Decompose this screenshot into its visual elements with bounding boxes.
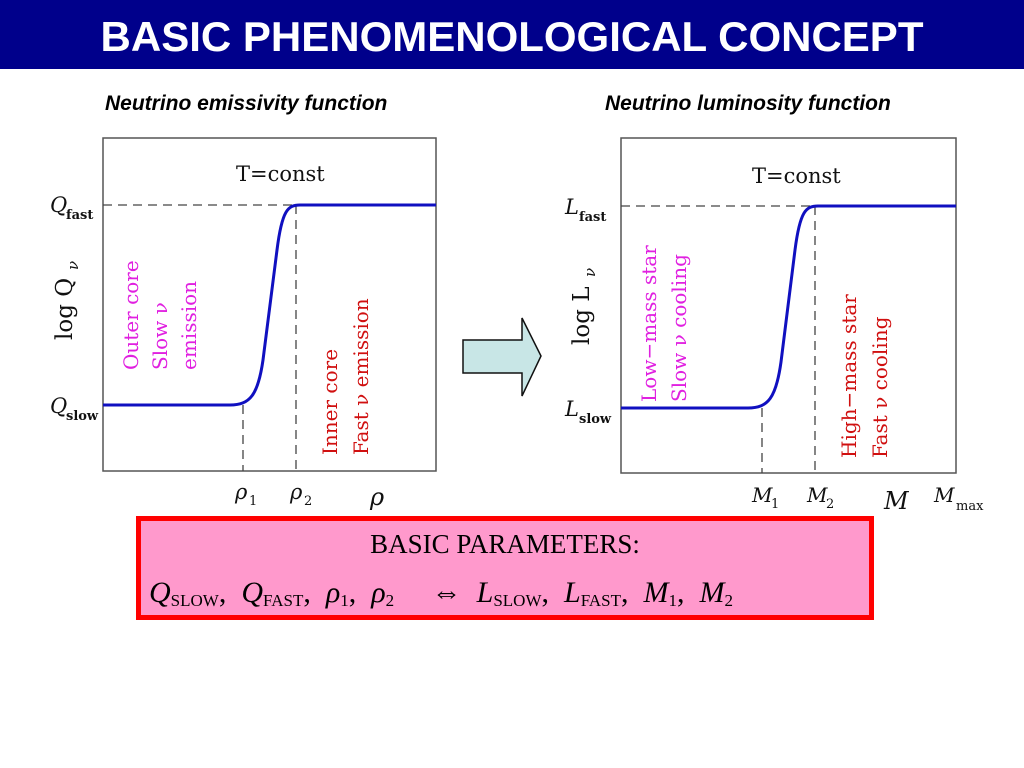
comma-6: ,: [677, 576, 685, 609]
luminosity-x-axis-label: M: [883, 487, 910, 515]
emissivity-frame: [102, 137, 437, 472]
low-mass-line-2: Slow ν cooling: [667, 254, 691, 402]
rho1-label: ρ: [234, 480, 248, 504]
q-fast-sub: fast: [66, 208, 93, 223]
luminosity-frame: [620, 137, 957, 474]
luminosity-const-label: T=const: [752, 164, 841, 188]
l-symbol: L: [476, 576, 494, 609]
m-1-subscript: 1: [668, 591, 678, 610]
q-symbol: Q: [149, 576, 171, 609]
comma-3: ,: [348, 576, 357, 609]
l-fast-label: L: [564, 195, 579, 219]
l-fast-sub: fast: [579, 210, 606, 225]
comma-1: ,: [218, 576, 227, 609]
luminosity-y-axis-sub: ν: [581, 268, 599, 277]
inner-core-line-1: Inner core: [318, 349, 342, 455]
comma-5: ,: [621, 576, 629, 609]
high-mass-line-1: High−mass star: [837, 294, 861, 458]
luminosity-y-axis-label: log L: [569, 286, 595, 345]
rho-symbol-1: ρ: [325, 576, 341, 609]
m1-label: M: [751, 483, 773, 507]
emissivity-subtitle: Neutrino emissivity function: [105, 92, 388, 115]
inner-core-line-2: Fast ν emission: [349, 298, 373, 455]
emissivity-const-label: T=const: [236, 162, 325, 186]
luminosity-plot: T=const L fast L slow log L ν M 1 M 2 M …: [564, 137, 984, 515]
rho-symbol-2: ρ: [371, 576, 386, 609]
q-symbol-2: Q: [241, 576, 264, 609]
page-title: BASIC PHENOMENOLOGICAL CONCEPT: [100, 13, 924, 60]
q-slow-sub: slow: [66, 409, 99, 424]
q-slow-label: Q: [50, 394, 67, 418]
m2-label: M: [806, 483, 828, 507]
l-slow-sub: slow: [579, 412, 612, 427]
m1-sub: 1: [771, 497, 779, 512]
emissivity-x-axis-label: ρ: [369, 483, 384, 511]
q-fast-subscript: FAST: [263, 591, 304, 610]
rho1-sub: 1: [249, 494, 257, 509]
comma-2: ,: [303, 576, 311, 609]
m2-sub: 2: [826, 497, 834, 512]
outer-core-line-1: Outer core: [119, 260, 143, 370]
rho2-label: ρ: [289, 480, 303, 504]
m-2-subscript: 2: [724, 591, 734, 610]
basic-parameters-box: BASIC PARAMETERS: QSLOW, QFAST, ρ1, ρ2 ⇔…: [136, 516, 874, 620]
m-symbol-1: M: [643, 576, 669, 609]
rho-2-subscript: 2: [385, 591, 395, 610]
title-bar: [0, 0, 1024, 69]
outer-core-line-2: Slow ν: [148, 302, 172, 370]
equivalence-arrow-icon: ⇔: [431, 576, 462, 609]
emissivity-y-axis-label: log Q: [52, 278, 78, 340]
m-symbol-2: M: [699, 576, 725, 609]
right-arrow-icon: [462, 317, 542, 397]
basic-parameters-formula: QSLOW, QFAST, ρ1, ρ2 ⇔ LSLOW, LFAST, M1,…: [149, 576, 869, 611]
rho-1-subscript: 1: [340, 591, 349, 610]
l-symbol-2: L: [564, 576, 581, 609]
basic-parameters-title: BASIC PARAMETERS:: [370, 529, 640, 559]
l-fast-subscript: FAST: [580, 591, 621, 610]
luminosity-curve: [621, 204, 956, 410]
emissivity-plot: T=const Q fast Q slow log Q ν ρ 1 ρ 2 ρ …: [50, 137, 437, 511]
emissivity-curve: [103, 203, 436, 407]
emissivity-y-axis-sub: ν: [64, 261, 82, 270]
high-mass-line-2: Fast ν cooling: [868, 316, 892, 458]
low-mass-line-1: Low−mass star: [637, 245, 661, 402]
l-slow-subscript: SLOW: [493, 591, 542, 610]
q-slow-subscript: SLOW: [170, 591, 219, 610]
comma-4: ,: [541, 576, 550, 609]
luminosity-subtitle: Neutrino luminosity function: [605, 92, 891, 115]
mmax-label: M: [933, 483, 955, 507]
outer-core-line-3: emission: [177, 281, 201, 370]
mmax-sub: max: [956, 499, 984, 514]
l-slow-label: L: [564, 397, 579, 421]
rho2-sub: 2: [304, 494, 312, 509]
q-fast-label: Q: [50, 193, 67, 217]
